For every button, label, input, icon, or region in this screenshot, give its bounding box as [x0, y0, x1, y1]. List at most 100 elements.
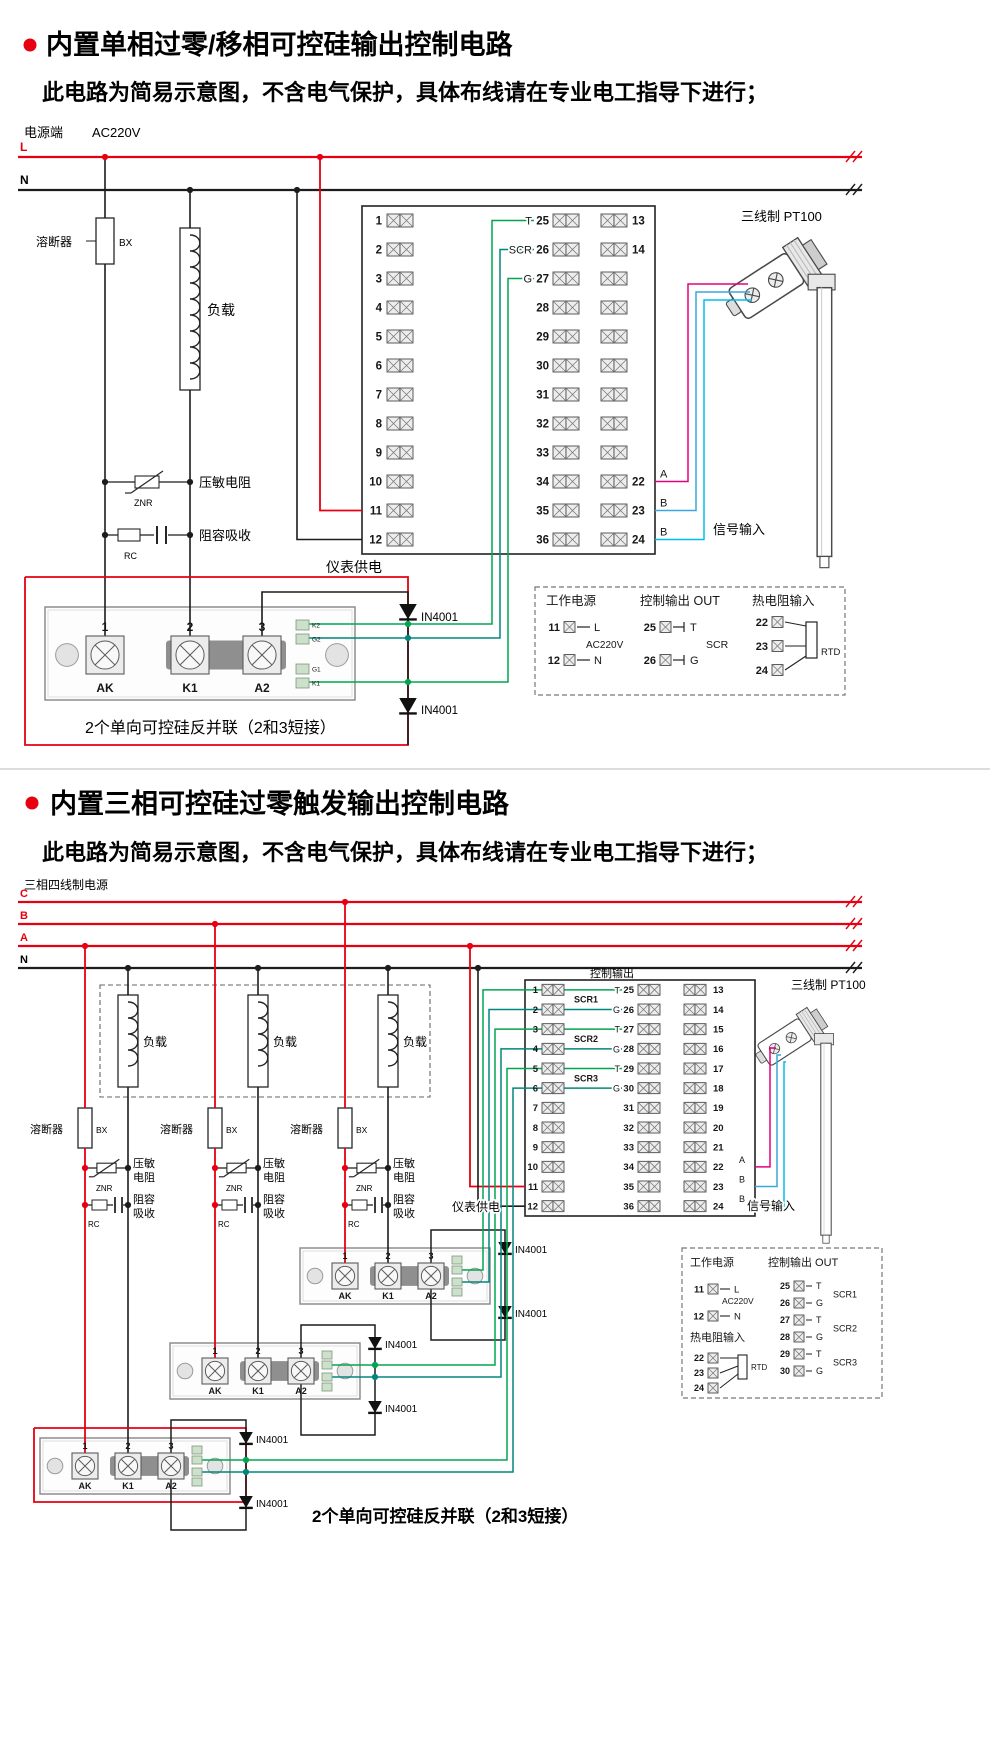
diode-chain: [261, 591, 409, 745]
terminal-cross: [541, 1023, 554, 1035]
legend-title: 控制输出 OUT: [768, 1255, 839, 1269]
screw-slot: [77, 1458, 93, 1474]
junction-dot: [81, 942, 89, 950]
diode-label: IN4001: [515, 1309, 548, 1320]
legend-lead: L: [594, 622, 600, 634]
terminal-cross: [771, 616, 784, 628]
junction-dot: [384, 1201, 392, 1209]
varistor-type: ZNR: [96, 1184, 113, 1193]
signal-wire-A: [655, 283, 748, 483]
diode: [399, 698, 417, 714]
signal-wire-label: A: [660, 469, 668, 481]
legend-box-1: [534, 586, 846, 696]
diode-label: IN4001: [256, 1499, 289, 1510]
mounting-hole: [206, 1457, 224, 1475]
terminal-cross: [541, 1082, 554, 1094]
module-terminal-number: 3: [298, 1346, 303, 1356]
junction-dot: [186, 531, 194, 539]
terminal-cross: [683, 1043, 696, 1055]
rtd-symbol: [737, 1354, 748, 1380]
line-N-label: N: [20, 173, 29, 187]
terminal-cross: [683, 1003, 696, 1016]
phase-C-label: C: [20, 888, 28, 900]
module-terminal-number: 3: [168, 1441, 173, 1451]
junction-dot: [404, 678, 412, 686]
terminal-cross: [648, 1003, 661, 1016]
terminal-cross: [600, 503, 615, 518]
rc-type: RC: [348, 1220, 360, 1229]
junction-dot: [101, 153, 109, 161]
pt100-label: 三线制 PT100: [791, 978, 866, 992]
terminal-number: 34: [536, 477, 549, 489]
junction-dot: [211, 1201, 219, 1209]
terminal-number: 29: [536, 332, 549, 344]
junction-dot: [316, 153, 324, 161]
signal-input-label: 信号输入: [713, 522, 765, 537]
junction-dot: [293, 186, 301, 194]
terminal-cross: [613, 503, 628, 518]
rtd-symbol: [805, 621, 818, 659]
varistor-label: 电阻: [393, 1171, 415, 1184]
legend-lead: T: [816, 1281, 822, 1291]
terminal-cross: [386, 242, 401, 257]
terminal-number: 26: [536, 245, 549, 257]
power-voltage-label: AC220V: [92, 125, 141, 140]
terminal-number: 6: [533, 1084, 538, 1095]
terminal-cross: [637, 1082, 650, 1094]
junction-dot: [186, 186, 194, 194]
terminal-cross: [683, 1200, 696, 1212]
section1-bullet: [23, 38, 37, 52]
module-terminal-label: AK: [339, 1291, 352, 1301]
section2-bullet: [25, 796, 39, 810]
junction-dot: [211, 920, 219, 928]
diode: [498, 1242, 512, 1254]
terminal-number: 21: [713, 1143, 724, 1154]
terminal-cross: [399, 416, 414, 431]
varistor-stroke: [93, 1158, 120, 1178]
junction-dot: [124, 1164, 132, 1172]
junction-dot: [101, 531, 109, 539]
terminal-cross: [694, 1023, 707, 1035]
legend-title: 工作电源: [690, 1255, 734, 1269]
meter-supply-neutral: [296, 190, 362, 541]
diode-label: IN4001: [385, 1340, 418, 1351]
terminal-number: 32: [623, 1123, 634, 1134]
terminal-cross: [552, 445, 567, 460]
terminal-cross: [613, 387, 628, 402]
signal-wire-label: B: [739, 1175, 745, 1185]
terminal-cross: [541, 1043, 554, 1055]
junction-dot: [466, 942, 474, 950]
rc-label: 阻容: [393, 1192, 415, 1206]
gate-pin: [321, 1360, 333, 1370]
load-coil: [189, 234, 201, 380]
terminal-number: 6: [376, 361, 382, 373]
terminal-cross: [694, 1141, 707, 1153]
junction-dot: [124, 964, 132, 972]
terminal-number: 23: [632, 506, 645, 518]
diode-label: IN4001: [256, 1435, 289, 1446]
module-terminal-number: 1: [212, 1346, 217, 1356]
gate-pin: [321, 1350, 333, 1360]
module-terminal-number: 2: [385, 1251, 390, 1261]
terminal-cross: [386, 445, 401, 460]
trigger-wire: [202, 1087, 622, 1473]
terminal-cross: [386, 474, 401, 489]
legend-terminal-number: 12: [548, 655, 560, 667]
trigger-wire: [202, 1067, 622, 1461]
control-pin-label: T: [615, 1025, 621, 1035]
module-terminal-number: 2: [187, 620, 194, 634]
terminal-number: 4: [533, 1044, 539, 1055]
gate-pin: [451, 1287, 463, 1297]
terminal-cross: [552, 1180, 565, 1193]
line-end-tick: [852, 183, 863, 196]
terminal-cross: [541, 984, 554, 996]
module-terminal-label: K1: [122, 1481, 134, 1491]
terminal-cross: [541, 1200, 554, 1212]
terminal-cross: [552, 358, 567, 373]
legend-lead: N: [734, 1312, 741, 1323]
terminal-cross: [793, 1365, 805, 1377]
terminal-number: 30: [536, 361, 549, 373]
terminal-number: 36: [536, 535, 549, 547]
terminal-cross: [552, 242, 567, 257]
